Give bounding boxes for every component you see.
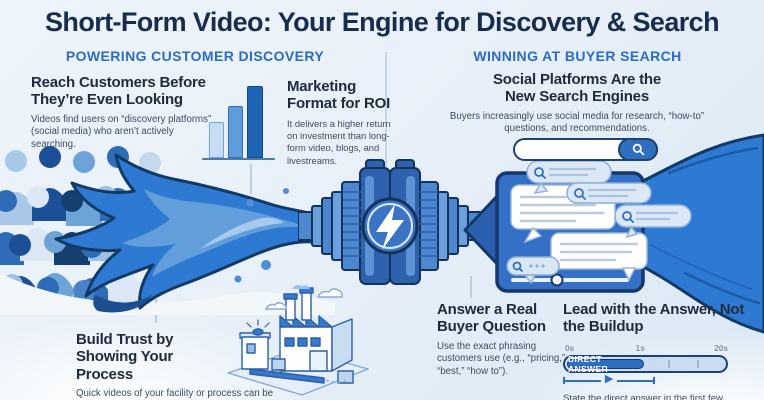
timeline-bar: DIRECT ANSWER (563, 354, 728, 374)
search-icon (632, 143, 644, 156)
card-body: It delivers a higher return on investmen… (287, 117, 391, 166)
section-header-search: WINNING AT BUYER SEARCH (473, 48, 682, 64)
section-header-discovery: POWERING CUSTOMER DISCOVERY (65, 48, 325, 64)
card-heading: Lead with the Answer, Not the Buildup (563, 301, 745, 336)
chat-bubble (550, 232, 648, 282)
search-suggestion-bubble (566, 182, 652, 204)
card-lead-answer: Lead with the Answer, Not the Buildup 0s… (563, 301, 755, 400)
play-icon: ▶ (604, 373, 614, 385)
bar (247, 86, 263, 158)
card-heading: Answer a Real Buyer Question (437, 301, 546, 336)
bracket-line (617, 379, 654, 382)
search-button (618, 138, 658, 161)
funnel (629, 133, 764, 334)
timeline-divider (668, 359, 670, 368)
crowd-flame-illustration (0, 146, 335, 315)
search-suggestion-bubble (526, 160, 612, 195)
bracket-line (565, 379, 601, 382)
search-chip (506, 256, 560, 285)
engine-illustration (298, 159, 482, 285)
timeline-bracket: ▶ (563, 373, 656, 387)
timeline-divider (697, 359, 699, 368)
bar (228, 106, 243, 158)
card-buyer-question: Answer a Real Buyer Question Use the exa… (437, 301, 575, 379)
card-body: State the direct answer in the first few… (563, 392, 723, 400)
card-reach-customers: Reach Customers Before They’re Even Look… (31, 74, 213, 152)
search-bar-illustration (513, 138, 658, 161)
card-body: Videos find users on “discovery platform… (31, 113, 212, 151)
bracket-end (563, 377, 565, 384)
connector-line (470, 276, 472, 298)
tablet-plug (463, 191, 502, 269)
white-wave (0, 273, 335, 315)
lightning-bolt-icon (376, 204, 404, 250)
column-divider (385, 52, 387, 172)
bar (209, 122, 224, 158)
direct-answer-segment: DIRECT ANSWER (567, 354, 645, 374)
chart-baseline (202, 157, 275, 160)
energy-flame (54, 153, 324, 313)
card-social-platforms: Social Platforms Are the New Search Engi… (450, 71, 704, 136)
funnel-tablet-illustration (463, 133, 764, 334)
factory-illustration (227, 285, 369, 396)
page-title: Short-Form Video: Your Engine for Discov… (45, 7, 720, 37)
card-body: Use the exact phrasing customers use (e.… (437, 340, 566, 378)
timeline-labels: 0s 1s 20s (563, 343, 728, 354)
card-body: Buyers increasingly use social media for… (449, 110, 705, 135)
card-heading: Social Platforms Are the New Search Engi… (492, 71, 662, 106)
card-heading: Build Trust by Showing Your Process (76, 331, 174, 383)
bar-chart-icon (202, 86, 275, 160)
card-body: Quick videos of your facility or process… (76, 387, 274, 399)
timeline-tick-label: 20s (714, 342, 728, 353)
timeline-tick-label: 1s (635, 342, 645, 353)
card-build-trust: Build Trust by Showing Your Process Quic… (76, 331, 296, 400)
bracket-end (653, 377, 656, 384)
card-heading: Marketing Format for ROI (287, 78, 391, 113)
timeline-tick-label: 0s (565, 342, 575, 353)
card-heading: Reach Customers Before They’re Even Look… (31, 74, 206, 109)
card-marketing-roi: Marketing Format for ROI It delivers a h… (287, 78, 391, 167)
search-suggestion-bubble (614, 204, 692, 239)
connector-line (250, 164, 252, 194)
